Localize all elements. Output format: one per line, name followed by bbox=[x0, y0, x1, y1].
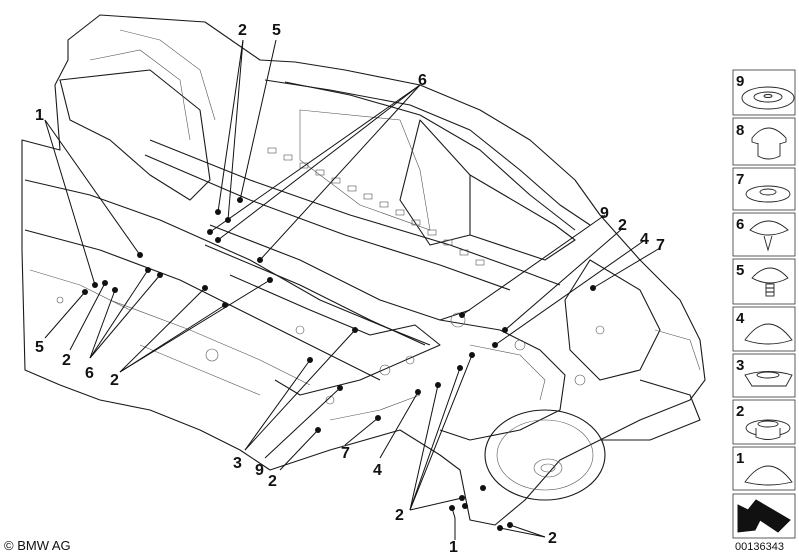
callout-5-top: 5 bbox=[272, 22, 281, 39]
legend-number: 2 bbox=[736, 403, 744, 420]
legend-item-6: 6 bbox=[732, 212, 796, 257]
pin-clip-icon bbox=[749, 220, 789, 252]
callout-6-left: 6 bbox=[85, 365, 94, 382]
car-body-drawing bbox=[21, 14, 706, 526]
parts-legend: 9 8 7 6 bbox=[732, 69, 796, 539]
legend-number: 6 bbox=[736, 216, 744, 233]
roof-rail-slots bbox=[267, 147, 485, 266]
legend-number: 1 bbox=[736, 450, 744, 467]
mushroom-plug-icon bbox=[751, 127, 787, 160]
legend-item-3: 3 bbox=[732, 353, 796, 398]
callout-2-bottom-right: 2 bbox=[548, 530, 557, 547]
legend-item-9: 9 bbox=[732, 69, 796, 116]
stepped-plug-icon bbox=[744, 371, 793, 387]
legend-item-5: 5 bbox=[732, 258, 796, 305]
legend-item-7: 7 bbox=[732, 167, 796, 211]
callout-4-right: 4 bbox=[640, 231, 649, 248]
callout-2-center-left: 2 bbox=[110, 372, 119, 389]
legend-number: 9 bbox=[736, 73, 744, 90]
callout-2-right: 2 bbox=[618, 217, 627, 234]
flat-grommet-icon bbox=[741, 86, 795, 110]
legend-number: 8 bbox=[736, 122, 744, 139]
diagram-part-number: 00136343 bbox=[735, 541, 784, 553]
round-cap-icon bbox=[744, 465, 793, 486]
arrow-icon bbox=[737, 499, 791, 533]
leader-lines bbox=[44, 39, 661, 540]
flanged-plug-icon bbox=[745, 419, 791, 440]
callout-3: 3 bbox=[233, 455, 242, 472]
callout-9-right: 9 bbox=[600, 205, 609, 222]
dome-cap-icon bbox=[744, 323, 793, 345]
callout-9-lower: 9 bbox=[255, 462, 264, 479]
callout-1-bottom: 1 bbox=[449, 539, 458, 556]
callout-7-right: 7 bbox=[656, 237, 665, 254]
legend-number: 5 bbox=[736, 262, 744, 279]
callout-4-lower: 4 bbox=[373, 462, 382, 479]
callout-labels: 1 2 5 6 5 2 6 2 3 9 2 7 4 9 2 4 7 2 1 2 bbox=[35, 22, 665, 556]
legend-number: 3 bbox=[736, 357, 744, 374]
callout-2-left: 2 bbox=[62, 352, 71, 369]
screw-clip-icon bbox=[751, 267, 789, 297]
legend-number: 7 bbox=[736, 171, 744, 188]
callout-6-top: 6 bbox=[418, 72, 427, 89]
callout-2-lower: 2 bbox=[268, 473, 277, 490]
legend-item-4: 4 bbox=[732, 306, 796, 352]
callout-2-top: 2 bbox=[238, 22, 247, 39]
legend-item-8: 8 bbox=[732, 117, 796, 166]
callout-2-bottom: 2 bbox=[395, 507, 404, 524]
callout-1-top-left: 1 bbox=[35, 107, 44, 124]
copyright-notice: © BMW AG bbox=[4, 538, 71, 553]
flat-plug-icon bbox=[745, 185, 791, 203]
callout-7-lower: 7 bbox=[341, 445, 350, 462]
view-direction-arrow bbox=[732, 493, 796, 539]
callout-5-left: 5 bbox=[35, 339, 44, 356]
legend-item-2: 2 bbox=[732, 399, 796, 445]
legend-number: 4 bbox=[736, 310, 745, 327]
legend-item-1: 1 bbox=[732, 446, 796, 491]
